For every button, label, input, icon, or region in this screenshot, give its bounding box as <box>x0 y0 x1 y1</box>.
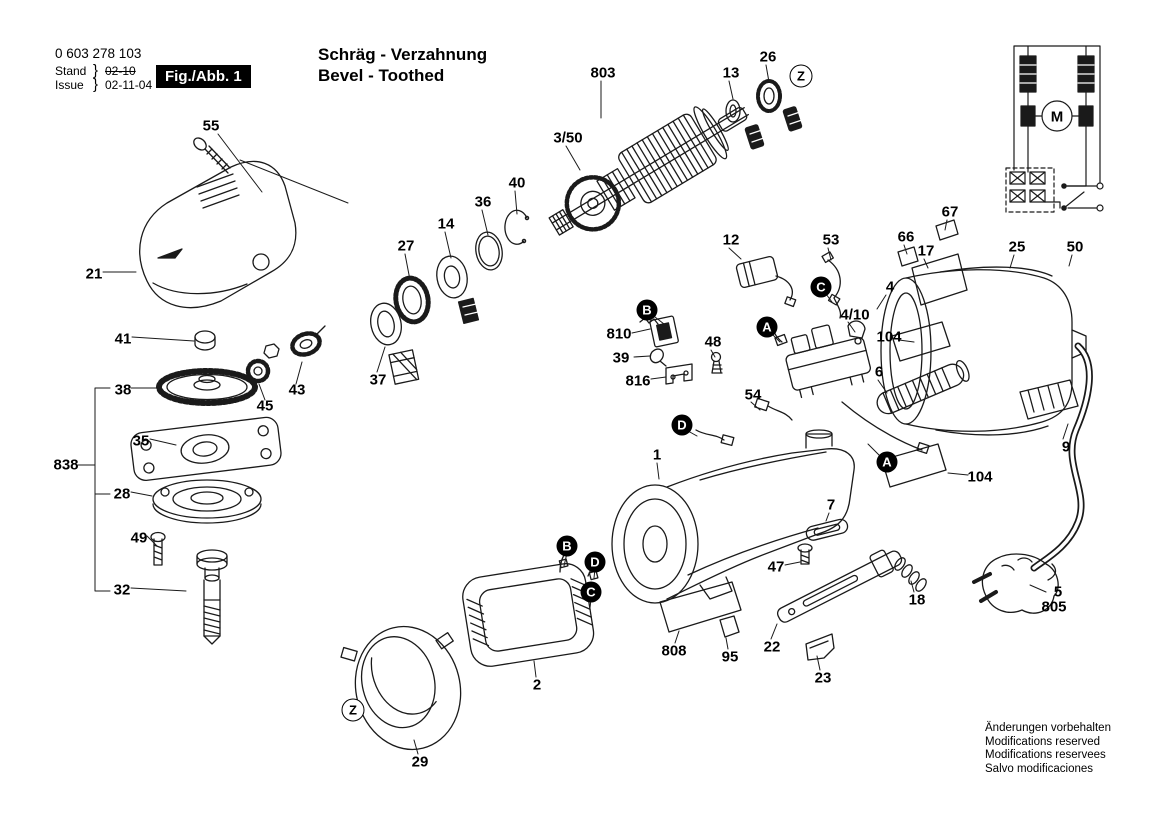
diagram-title-de: Schräg - Verzahnung <box>318 45 488 64</box>
document-number: 0 603 278 103 <box>55 46 142 61</box>
stand-brace: } <box>93 62 99 79</box>
diagram-title: Schräg - Verzahnung Bevel - Toothed <box>318 44 487 86</box>
part-field-stator <box>462 551 599 667</box>
part-bevel-gear-set <box>156 325 326 406</box>
part-armature-washers <box>725 79 803 150</box>
part-power-cable <box>1030 342 1093 572</box>
issue-block: Stand} 02-10 Issue} 02-11-04 <box>55 62 153 93</box>
part-mains-plug <box>972 553 1059 614</box>
footer-note-fr: Modifications reservees <box>985 749 1106 761</box>
part-motor-housing <box>876 266 1087 436</box>
part-slider-assembly <box>776 518 927 661</box>
diagram-title-en: Bevel - Toothed <box>318 66 445 85</box>
footer-note-en: Modifications reserved <box>985 735 1101 748</box>
part-armature <box>548 106 749 236</box>
issue-label: Issue <box>55 78 84 92</box>
stand-value: 02-10 <box>105 64 136 78</box>
issue-value: 02-11-04 <box>105 78 153 92</box>
part-gear-head-cover <box>139 137 297 309</box>
leader-lines <box>77 64 1073 755</box>
part-switch-and-wiring <box>639 251 930 454</box>
footer-note-es: Salvo modificaciones <box>985 762 1094 775</box>
part-gear-housing <box>611 429 855 604</box>
part-bearing-cover <box>340 625 462 751</box>
wiring-schematic <box>1005 45 1104 213</box>
part-bearing-rings <box>370 209 530 385</box>
figure-label: Fig./Abb. 1 <box>156 65 251 88</box>
footer-note-de: Änderungen vorbehalten <box>985 722 1111 734</box>
part-insulation-sheets <box>659 219 1079 638</box>
stand-label: Stand <box>55 64 87 78</box>
issue-brace: } <box>93 76 99 93</box>
footer-notes: Änderungen vorbehalten Modifications res… <box>985 722 1111 776</box>
part-flange-and-spindle <box>130 416 282 645</box>
